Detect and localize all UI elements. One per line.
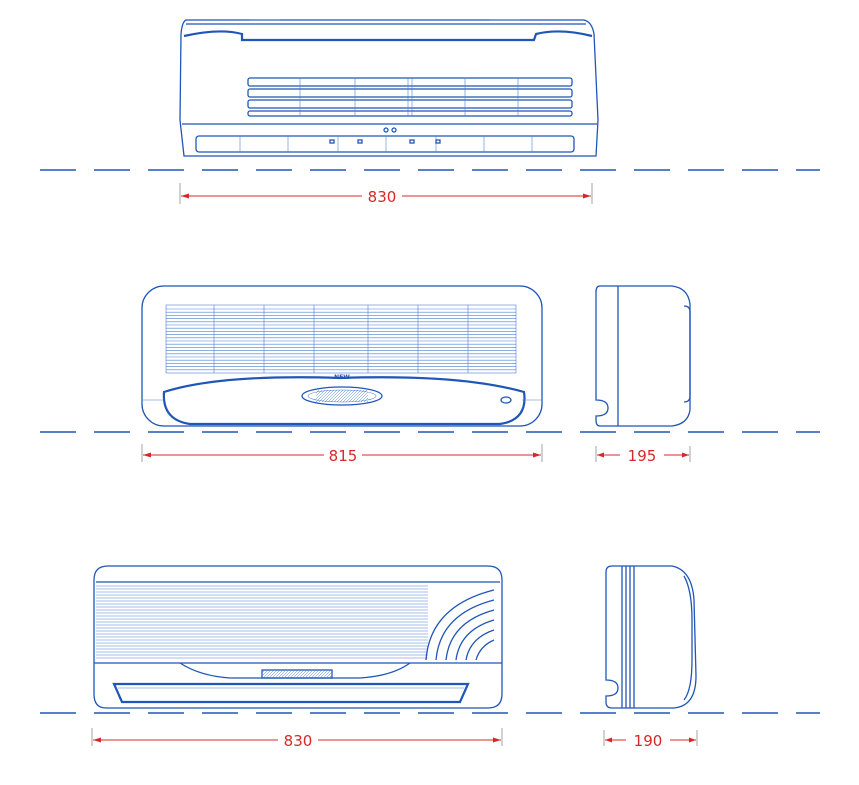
display-hatch [327, 389, 341, 403]
display-hatch [304, 669, 314, 679]
display-hatch [261, 669, 266, 674]
display-hatch [315, 389, 326, 400]
display-hatch [330, 389, 344, 403]
dimension-label: 830 [368, 188, 397, 206]
display-hatch [316, 669, 326, 679]
display-hatch [283, 669, 293, 679]
display-hatch [277, 669, 287, 679]
bottom-dimension-830: 830 [91, 728, 503, 750]
display-hatch [280, 669, 290, 679]
dimension-label: 815 [329, 447, 358, 465]
brand-badge: NEW [334, 374, 350, 381]
display-hatch [301, 669, 311, 679]
display-hatch [322, 669, 332, 679]
middle-unit-side-view [595, 285, 691, 427]
display-hatch [310, 669, 320, 679]
display-hatch [321, 389, 335, 403]
display-hatch [307, 669, 317, 679]
display-hatch [363, 397, 369, 403]
display-hatch [345, 389, 359, 403]
display-hatch [328, 674, 333, 679]
top-unit-front-view [179, 19, 599, 157]
display-hatch [357, 391, 369, 403]
display-hatch [366, 400, 369, 403]
display-hatch [261, 669, 269, 677]
display-hatch [324, 389, 338, 403]
bottom-dimension-190: 190 [603, 730, 698, 750]
display-hatch [351, 389, 365, 403]
top-dimension-830: 830 [179, 183, 593, 206]
display-hatch [319, 669, 329, 679]
middle-unit-front-view: NEW [141, 285, 543, 427]
display-hatch [292, 669, 302, 679]
display-hatch [318, 389, 332, 403]
display-hatch [286, 669, 296, 679]
display-hatch [325, 671, 333, 679]
display-hatch [348, 389, 362, 403]
dimension-label: 830 [284, 732, 313, 750]
bottom-unit-side-view [605, 565, 697, 709]
display-hatch [315, 389, 320, 394]
display-hatch [315, 389, 323, 397]
display-hatch [360, 394, 369, 403]
display-hatch [315, 389, 329, 403]
display-hatch [262, 669, 272, 679]
middle-dimension-815: 815 [141, 444, 543, 465]
display-hatch [342, 389, 356, 403]
dimension-label: 190 [634, 732, 663, 750]
display-hatch [289, 669, 299, 679]
display-hatch [271, 669, 281, 679]
display-hatch [268, 669, 278, 679]
display-hatch [298, 669, 308, 679]
display-hatch [295, 669, 305, 679]
bottom-unit-front-view [93, 565, 503, 709]
display-hatch [336, 389, 350, 403]
display-hatch [274, 669, 284, 679]
display-hatch [333, 389, 347, 403]
display-hatch [265, 669, 275, 679]
middle-dimension-195: 195 [595, 446, 691, 465]
display-hatch [354, 389, 368, 403]
display-hatch [313, 669, 323, 679]
display-hatch [339, 389, 353, 403]
dimension-label: 195 [628, 447, 657, 465]
